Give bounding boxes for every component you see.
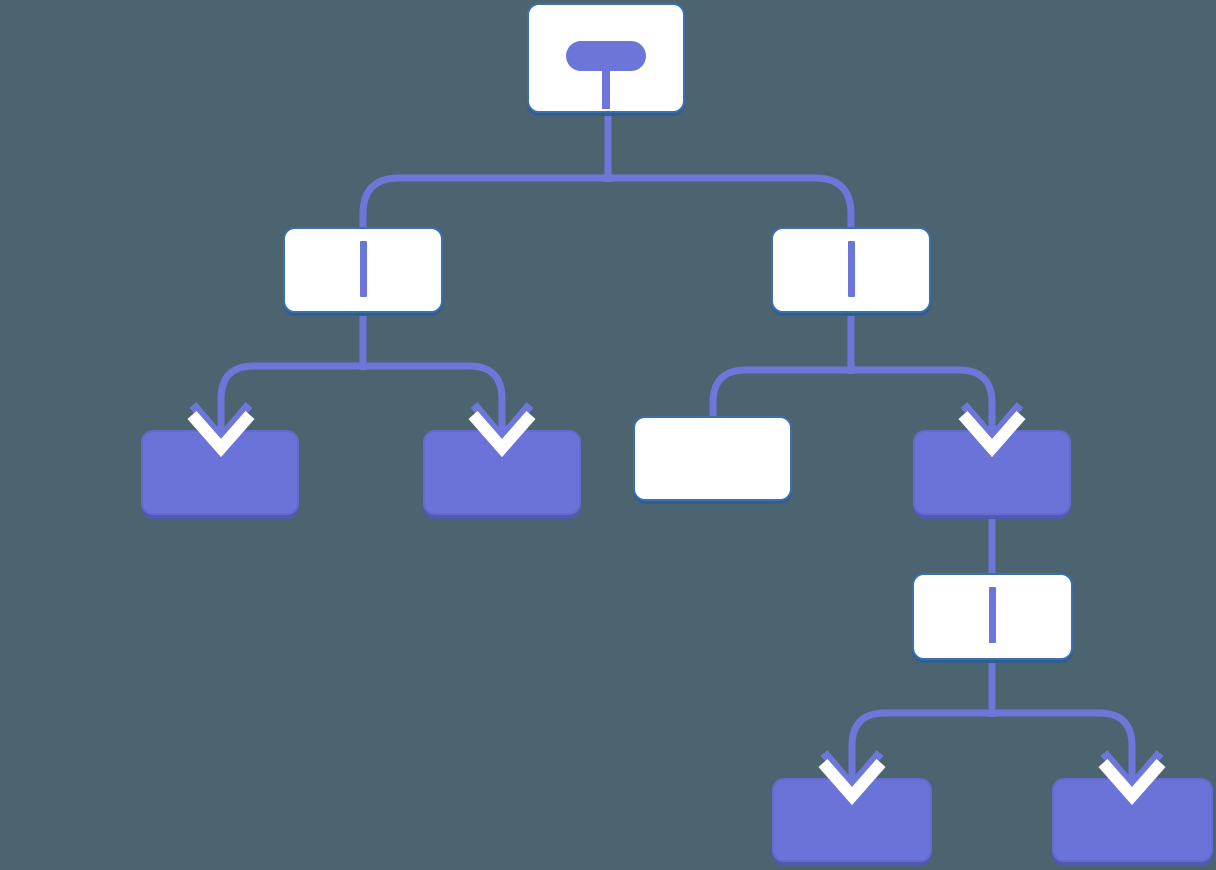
tree-root-icon-pill [566, 41, 646, 71]
divider-icon [847, 241, 855, 297]
node-child-link[interactable] [913, 430, 1071, 515]
edge-branch-lower-fork [848, 709, 1136, 784]
node-leaf-a[interactable] [141, 430, 299, 515]
node-leaf-c[interactable] [772, 778, 932, 862]
node-leaf-b[interactable] [423, 430, 581, 515]
node-child-plain[interactable] [633, 416, 792, 501]
node-root[interactable] [527, 3, 685, 113]
node-branch-lower[interactable] [912, 573, 1073, 660]
node-leaf-d[interactable] [1052, 778, 1213, 862]
divider-icon [359, 241, 367, 297]
node-branch-left[interactable] [283, 227, 443, 313]
node-branch-right[interactable] [771, 227, 931, 313]
tree-root-icon [529, 5, 683, 111]
tree-root-icon-stem [602, 71, 610, 109]
edge-root-fork [359, 174, 855, 227]
edge-branch-left-fork [217, 362, 506, 436]
divider-icon [989, 587, 996, 643]
